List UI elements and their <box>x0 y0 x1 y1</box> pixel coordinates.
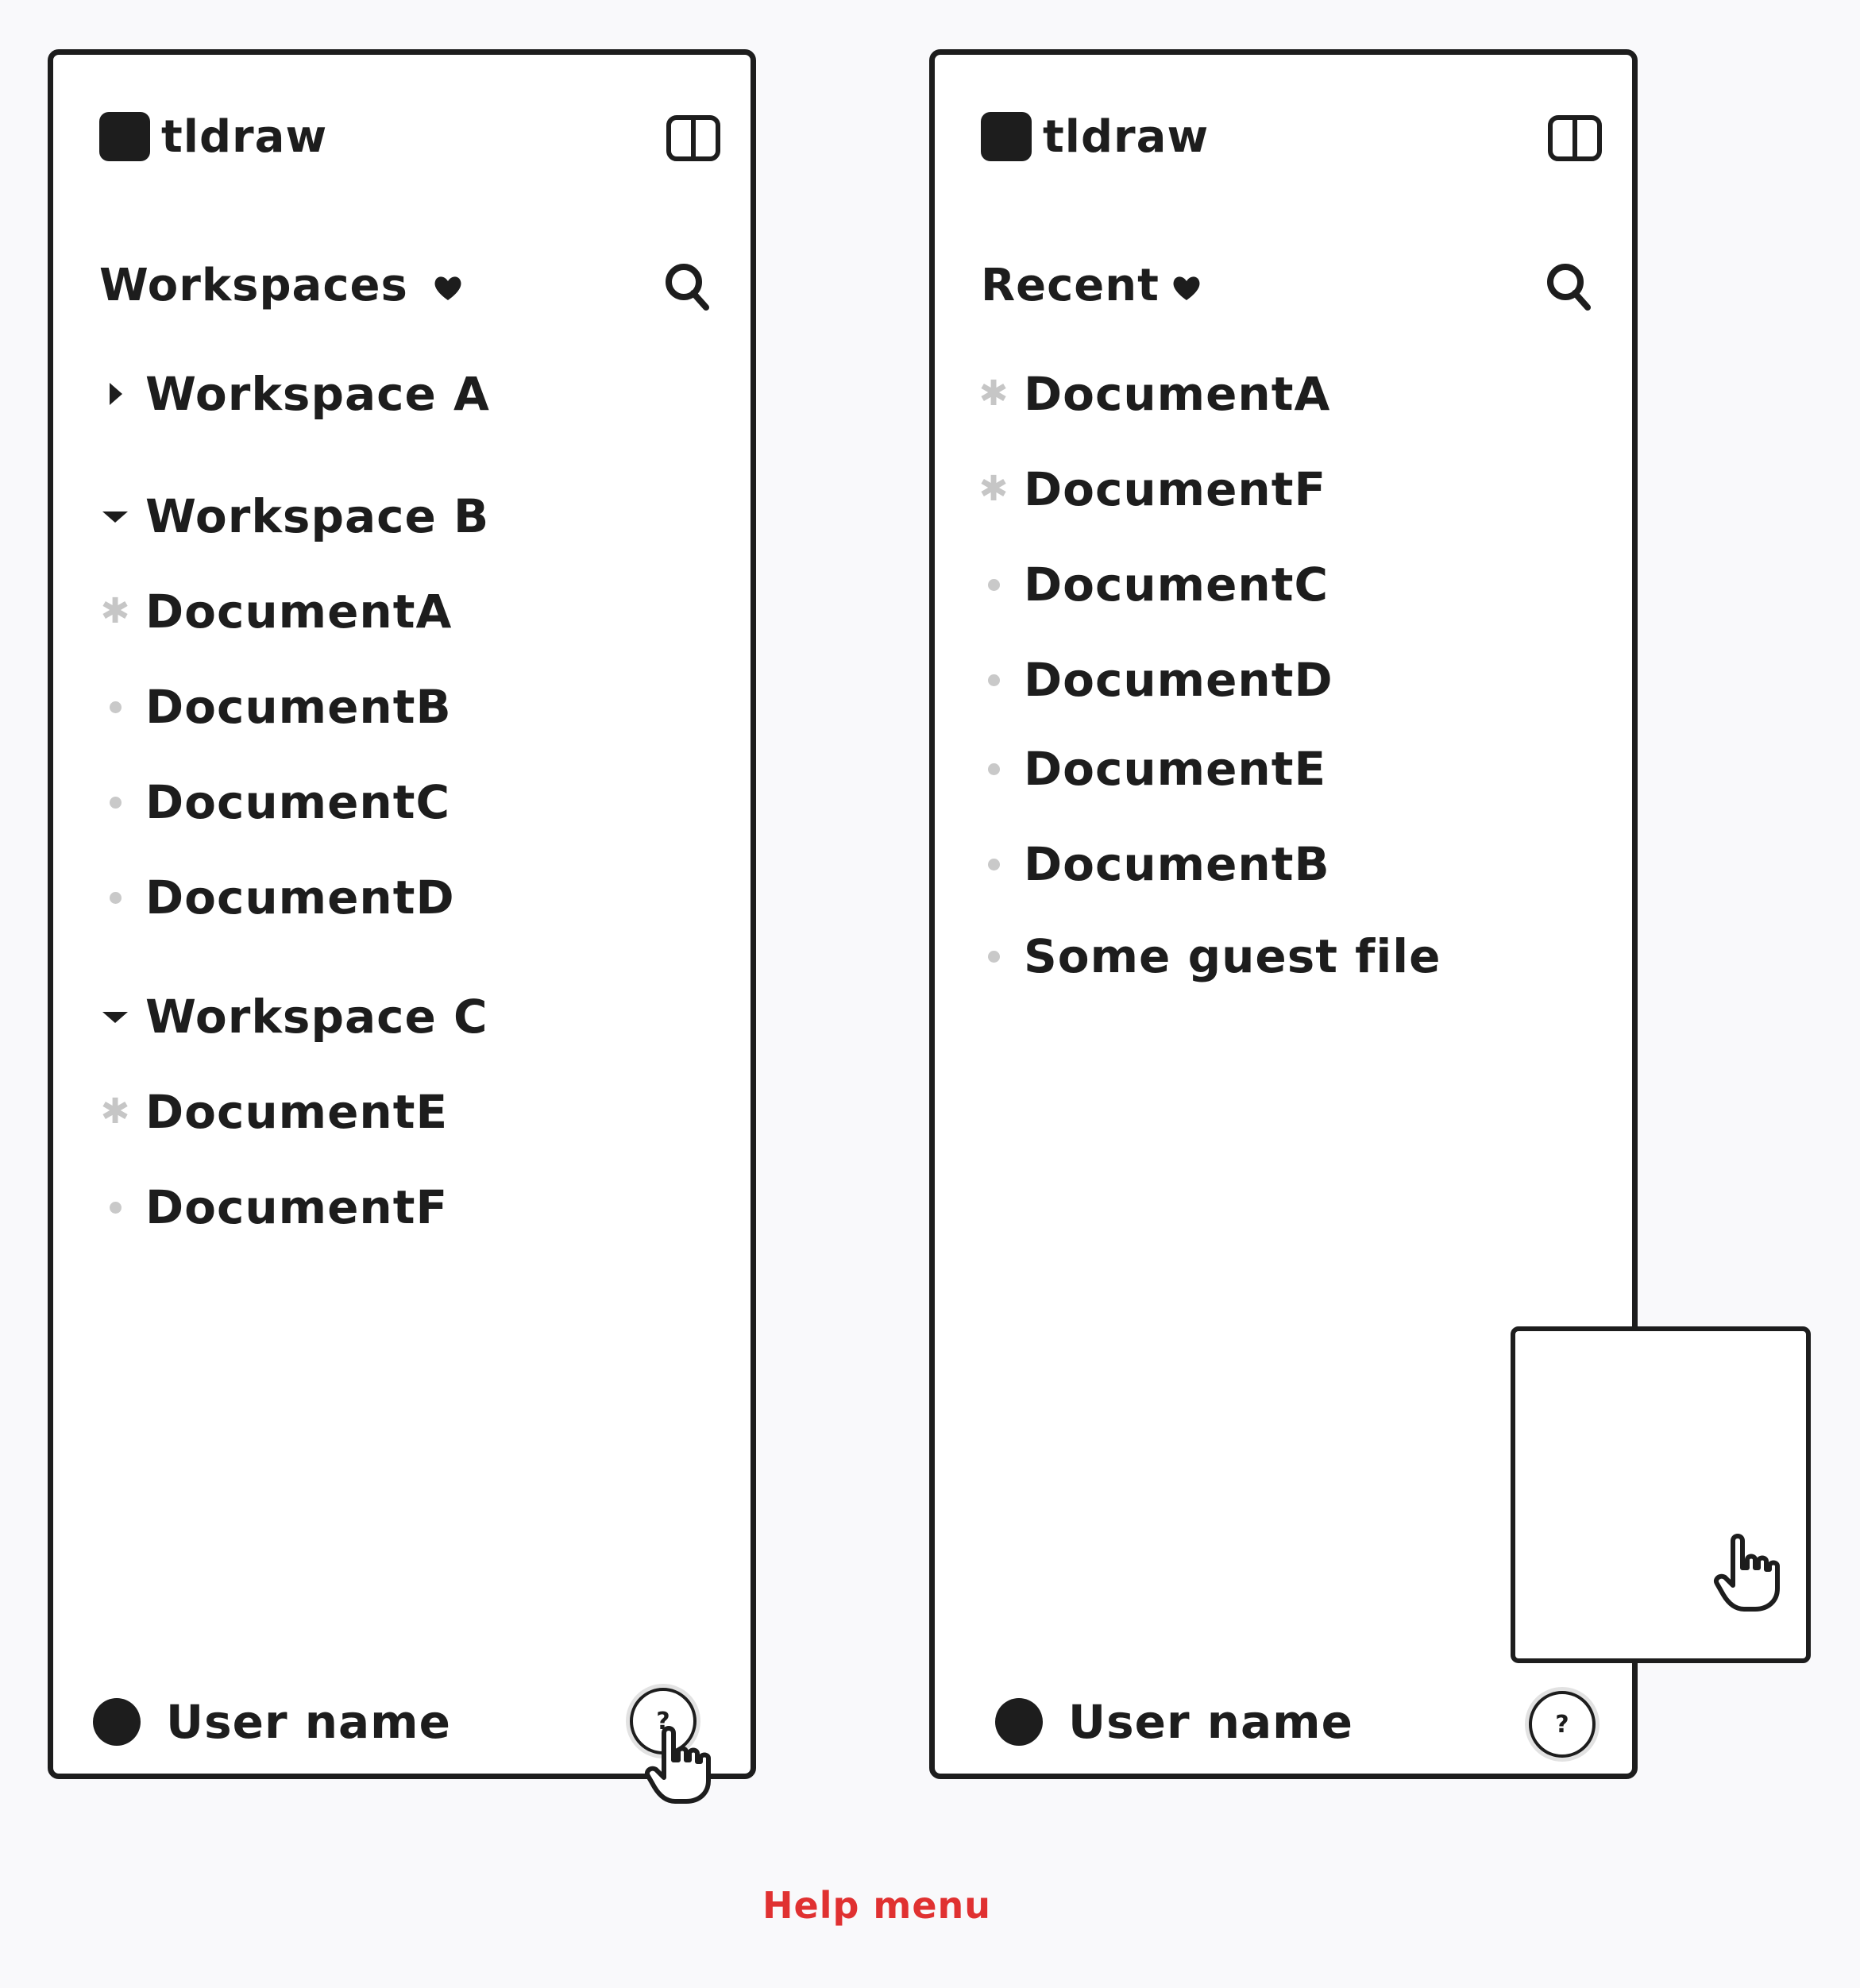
user-footer[interactable]: User name <box>995 1694 1353 1750</box>
document-label: DocumentA <box>1024 367 1331 421</box>
user-name: User name <box>1068 1695 1353 1749</box>
help-button[interactable]: ? <box>1529 1691 1596 1758</box>
logo-mark <box>99 112 150 161</box>
dot-icon <box>987 950 1000 963</box>
document-label: Some guest file <box>1024 929 1441 983</box>
search-icon[interactable] <box>663 261 711 312</box>
document-row[interactable]: ✱ DocumentF <box>978 461 1326 517</box>
workspace-label: Workspace B <box>145 489 490 543</box>
document-row[interactable]: DocumentD <box>978 652 1333 708</box>
document-row[interactable]: ✱ DocumentA <box>99 584 452 639</box>
view-selector[interactable]: Recent <box>981 257 1202 313</box>
document-row[interactable]: ✱ DocumentE <box>99 1084 448 1140</box>
dot-icon <box>109 1201 122 1214</box>
workspace-row[interactable]: Workspace C <box>99 989 488 1044</box>
document-row[interactable]: DocumentB <box>978 836 1330 892</box>
dot-icon <box>109 891 122 904</box>
star-icon: ✱ <box>100 591 130 631</box>
document-label: DocumentC <box>145 775 451 829</box>
document-label: DocumentA <box>145 585 453 639</box>
user-footer[interactable]: User name <box>93 1694 451 1750</box>
sidebar-workspaces-view: tldraw Workspaces Workspace A Workspace … <box>48 49 756 1779</box>
logo-text: tldraw <box>1043 110 1210 163</box>
document-label: DocumentE <box>1024 742 1327 796</box>
star-icon: ✱ <box>978 469 1009 509</box>
dot-icon <box>987 858 1000 870</box>
document-label: DocumentC <box>1024 558 1329 612</box>
document-row[interactable]: DocumentE <box>978 741 1326 797</box>
logo-mark <box>981 112 1032 161</box>
document-label: DocumentE <box>145 1085 449 1139</box>
document-row[interactable]: DocumentD <box>99 870 455 925</box>
sidebar-toggle-icon[interactable] <box>666 115 720 161</box>
pointer-hand-icon <box>645 1726 711 1804</box>
caption: Help menu <box>762 1884 992 1927</box>
document-label: DocumentD <box>1024 653 1333 707</box>
logo-text: tldraw <box>161 110 328 163</box>
view-selector-label: Workspaces <box>99 259 408 311</box>
caret-down-icon <box>102 511 128 523</box>
help-menu-popover[interactable] <box>1511 1326 1811 1663</box>
view-selector-label: Recent <box>981 259 1160 311</box>
dot-icon <box>109 701 122 713</box>
document-label: DocumentF <box>145 1180 449 1234</box>
document-row[interactable]: DocumentC <box>978 557 1329 612</box>
dot-icon <box>987 762 1000 775</box>
pointer-hand-icon <box>1714 1534 1780 1612</box>
document-label: DocumentD <box>145 870 455 925</box>
logo: tldraw <box>981 110 1209 163</box>
user-name: User name <box>166 1695 451 1749</box>
document-row[interactable]: DocumentC <box>99 774 450 830</box>
dot-icon <box>987 674 1000 686</box>
sidebar-toggle-icon[interactable] <box>1548 115 1602 161</box>
document-row[interactable]: ✱ DocumentA <box>978 366 1330 422</box>
document-label: DocumentF <box>1024 462 1327 516</box>
document-row[interactable]: DocumentB <box>99 679 452 735</box>
avatar <box>995 1698 1043 1746</box>
document-label: DocumentB <box>1024 837 1330 891</box>
workspace-row[interactable]: Workspace B <box>99 488 489 544</box>
heart-icon <box>434 276 461 300</box>
star-icon: ✱ <box>100 1091 130 1132</box>
logo: tldraw <box>99 110 327 163</box>
document-row[interactable]: DocumentF <box>99 1179 448 1235</box>
dot-icon <box>109 796 122 809</box>
heart-icon <box>1173 276 1200 300</box>
document-row[interactable]: Some guest file <box>978 928 1441 984</box>
avatar <box>93 1698 141 1746</box>
caret-down-icon <box>102 1012 128 1023</box>
dot-icon <box>987 578 1000 591</box>
workspace-label: Workspace A <box>145 367 490 421</box>
search-icon[interactable] <box>1545 261 1592 312</box>
workspace-row[interactable]: Workspace A <box>99 366 490 422</box>
star-icon: ✱ <box>978 373 1009 414</box>
caret-right-icon <box>110 383 122 405</box>
document-label: DocumentB <box>145 680 452 734</box>
view-selector[interactable]: Workspaces <box>99 257 464 313</box>
workspace-label: Workspace C <box>145 990 488 1044</box>
